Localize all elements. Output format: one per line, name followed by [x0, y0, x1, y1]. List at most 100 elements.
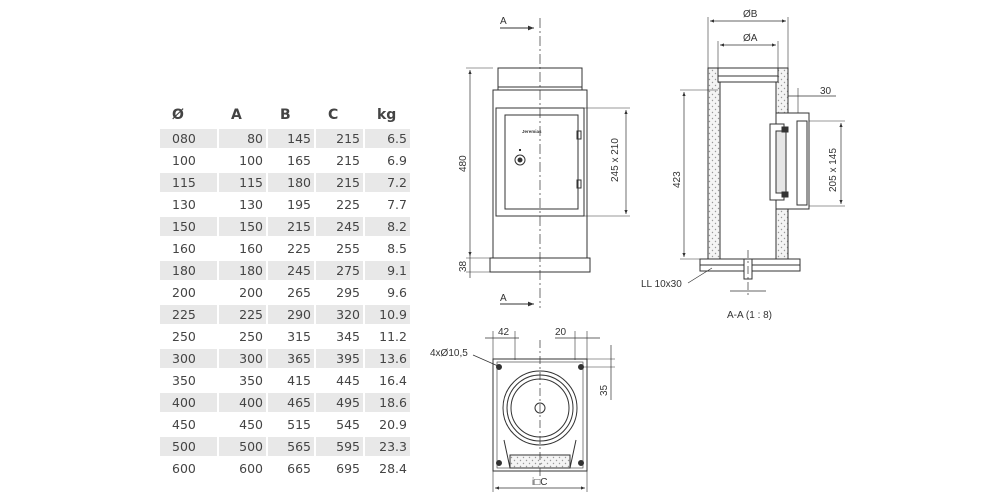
cell-kg: 16.4: [379, 373, 407, 388]
col-header-kg: kg: [377, 107, 397, 123]
cell-kg: 6.5: [365, 129, 410, 148]
cell-c: 215: [316, 173, 363, 192]
cell-diameter: 300: [160, 349, 217, 368]
cell-b: 180: [268, 173, 314, 192]
cell-a: 100: [239, 153, 263, 168]
door-brand-label: Jeremias: [522, 129, 542, 134]
cell-c: 225: [336, 197, 360, 212]
section-caption: A-A (1 : 8): [727, 310, 772, 321]
cell-diameter: 080: [160, 129, 217, 148]
cell-kg: 6.9: [387, 153, 407, 168]
door-lock-dot: [519, 149, 521, 151]
section-label-bottom: A: [500, 293, 507, 304]
cell-diameter: 160: [172, 241, 196, 256]
door-lock-icon: [514, 154, 526, 166]
cell-c: 345: [336, 329, 360, 344]
cell-kg: 9.6: [387, 285, 407, 300]
dim-38-label: 38: [458, 260, 469, 272]
cell-c: 255: [336, 241, 360, 256]
cell-diameter: 150: [160, 217, 217, 236]
door-latch-bottom: [781, 191, 789, 198]
cell-b: 515: [287, 417, 311, 432]
cell-c: 545: [336, 417, 360, 432]
section-label-top: A: [500, 16, 507, 27]
cell-b: 215: [268, 217, 314, 236]
inner-door-leaf: [775, 130, 787, 194]
cell-a: 115: [219, 173, 266, 192]
cell-c: 295: [336, 285, 360, 300]
cell-b: 665: [287, 461, 311, 476]
cell-c: 275: [316, 261, 363, 280]
cell-b: 315: [287, 329, 311, 344]
cell-diameter: 250: [172, 329, 196, 344]
cell-diameter: 400: [160, 393, 217, 412]
cell-a: 180: [219, 261, 266, 280]
dim-outer-label: ØB: [743, 9, 758, 20]
cell-c: 695: [336, 461, 360, 476]
cell-kg: 28.4: [379, 461, 407, 476]
cell-kg: 11.2: [379, 329, 407, 344]
door-lock-core: [517, 157, 523, 163]
cell-a: 150: [219, 217, 266, 236]
cell-a: 225: [219, 305, 266, 324]
cell-diameter: 350: [172, 373, 196, 388]
col-header-c: C: [328, 107, 339, 123]
cell-a: 160: [239, 241, 263, 256]
table-row: 160 160 225 255 8.5: [160, 239, 410, 258]
cell-b: 415: [287, 373, 311, 388]
cell-diameter: 450: [172, 417, 196, 432]
door-frame: [495, 107, 585, 217]
cell-kg: 8.5: [387, 241, 407, 256]
vent-label: LL 10x30: [641, 279, 682, 290]
cell-b: 225: [287, 241, 311, 256]
col-header-a: A: [231, 107, 242, 123]
dim-423-label: 423: [672, 171, 683, 188]
cell-diameter: 100: [172, 153, 196, 168]
cell-b: 465: [268, 393, 314, 412]
outer-door: [796, 120, 808, 206]
door-hinge-bottom: [576, 179, 582, 189]
cell-diameter: 130: [172, 197, 196, 212]
cell-kg: 10.9: [365, 305, 410, 324]
cell-kg: 8.2: [365, 217, 410, 236]
cell-b: 290: [268, 305, 314, 324]
cell-a: 350: [239, 373, 263, 388]
table-row: 250 250 315 345 11.2: [160, 327, 410, 346]
cell-c: 215: [336, 153, 360, 168]
dim-42-label: 42: [498, 327, 510, 338]
holes-label: 4xØ10,5: [430, 348, 468, 359]
cell-b: 195: [287, 197, 311, 212]
cell-a: 400: [219, 393, 266, 412]
bolt-hole-tl: [496, 364, 502, 370]
section-view: [680, 17, 845, 296]
cell-a: 250: [239, 329, 263, 344]
cell-b: 265: [287, 285, 311, 300]
cell-c: 245: [316, 217, 363, 236]
cell-b: 565: [268, 437, 314, 456]
cell-diameter: 115: [160, 173, 217, 192]
door-latch-top: [781, 126, 789, 133]
bolt-hole-bl: [496, 460, 502, 466]
cell-diameter: 180: [160, 261, 217, 280]
vent-leader: [687, 267, 713, 284]
cell-a: 500: [219, 437, 266, 456]
cell-c: 215: [316, 129, 363, 148]
cell-a: 600: [239, 461, 263, 476]
cell-c: 595: [316, 437, 363, 456]
cell-a: 300: [219, 349, 266, 368]
cell-diameter: 225: [160, 305, 217, 324]
door-hinge-top: [576, 130, 582, 140]
outer-ring: [502, 370, 578, 446]
